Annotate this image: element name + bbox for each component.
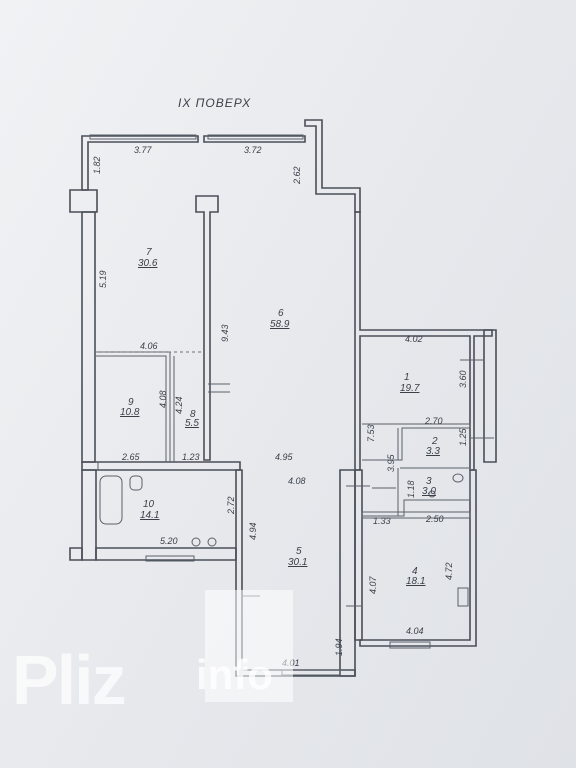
- watermark-logo-suffix: info: [196, 651, 273, 698]
- dim-left-top: 1.82: [92, 156, 102, 174]
- dim-room4-top: 2.50: [425, 514, 444, 524]
- dim-room2-width: 2.70: [424, 416, 443, 426]
- dim-room4-width: 4.04: [406, 626, 424, 636]
- room-8-area: 5.5: [185, 418, 199, 429]
- dim-room6-top: 2.62: [292, 166, 302, 185]
- room-1-number: 1: [404, 372, 410, 383]
- dim-room3-height: 1.18: [406, 480, 416, 498]
- dim-corridor-height: 7.53: [366, 424, 376, 442]
- dim-room6-height: 9.43: [220, 324, 230, 342]
- dim-room6-width: 4.95: [275, 452, 294, 462]
- floor-title: IX ПОВЕРХ: [178, 96, 251, 110]
- dim-room1-width: 4.02: [405, 334, 423, 344]
- dim-room5-height: 4.94: [248, 522, 258, 540]
- room-3-number: 3: [426, 476, 432, 487]
- room-5-area: 30.1: [288, 557, 307, 568]
- room-6-area: 58.9: [270, 319, 290, 330]
- dim-room9-height: 4.08: [158, 390, 168, 408]
- room-2-number: 2: [431, 436, 438, 447]
- room-labels: 7 30.6 6 58.9 1 19.7 9 10.8 8 5.5 2 3.3 …: [120, 247, 440, 587]
- dim-room7-height: 5.19: [98, 270, 108, 288]
- room-8-number: 8: [190, 409, 196, 420]
- room-7-number: 7: [146, 247, 152, 258]
- dim-top-left: 3.77: [134, 145, 153, 155]
- interior-partitions: [96, 351, 494, 607]
- room-1-area: 19.7: [400, 383, 420, 394]
- dim-room10-height: 2.72: [226, 496, 236, 515]
- dim-room8-width: 1.23: [182, 452, 200, 462]
- room-9-area: 10.8: [120, 407, 140, 418]
- watermark-panel: [205, 590, 293, 702]
- dim-room1-height: 3.60: [458, 370, 468, 388]
- room-4-area: 18.1: [406, 576, 425, 587]
- dim-room2-height: 1.25: [458, 427, 468, 446]
- room-3-area: 3.0: [422, 486, 436, 497]
- dim-room5-width: 4.08: [288, 476, 306, 486]
- room-2-area: 3.3: [426, 446, 440, 457]
- watermark-logo: Pliz: [12, 641, 127, 719]
- room-6-number: 6: [278, 308, 284, 319]
- room-4-number: 4: [412, 566, 418, 577]
- dim-room4-height: 4.07: [368, 575, 378, 594]
- room-10-number: 10: [143, 499, 155, 510]
- room-5-number: 5: [296, 546, 302, 557]
- dim-room9-width: 2.65: [121, 452, 141, 462]
- dimension-labels: 3.77 3.72 1.82 2.62 5.19 9.43 4.06 4.08 …: [92, 145, 468, 668]
- room-7-area: 30.6: [138, 258, 158, 269]
- dim-top-right: 3.72: [244, 145, 262, 155]
- dim-room10-width: 5.20: [160, 536, 178, 546]
- dim-corridor-lower: 3.95: [386, 453, 396, 472]
- dim-room7-width: 4.06: [140, 341, 158, 351]
- room-9-number: 9: [128, 397, 134, 408]
- dim-room4-right: 4.72: [444, 562, 454, 580]
- dim-room5-lower: 1.94: [334, 638, 344, 656]
- dim-room8-height: 4.24: [174, 396, 184, 414]
- room-10-area: 14.1: [140, 510, 159, 521]
- dim-corridor-width: 1.33: [373, 516, 391, 526]
